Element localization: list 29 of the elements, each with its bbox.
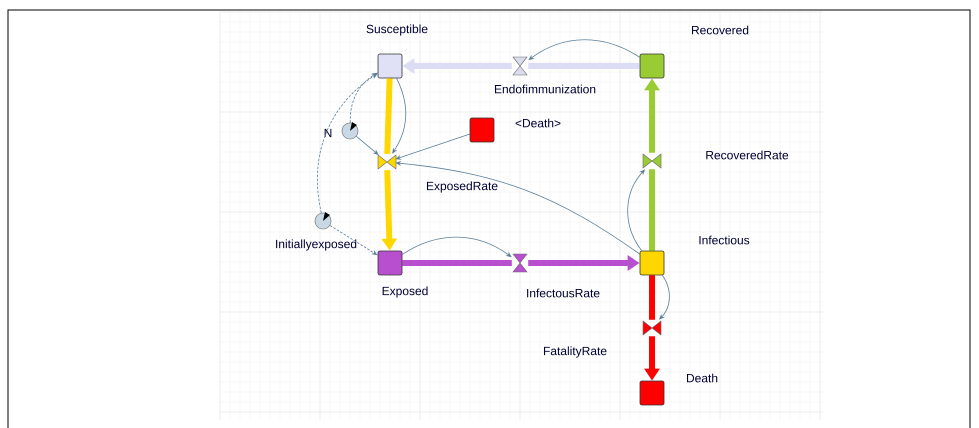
flow-valve: RecoveredRate bbox=[642, 150, 788, 169]
stock-box: Exposed bbox=[378, 250, 428, 298]
node-label: Endofimmunization bbox=[494, 84, 596, 94]
flow-valve: Endofimmunization bbox=[494, 56, 596, 94]
node-label: N bbox=[324, 128, 332, 138]
node-label: ExposedRate bbox=[426, 181, 498, 193]
flow-pipe bbox=[649, 275, 655, 320]
flow-pipe bbox=[528, 63, 640, 69]
stock-box: <Death> bbox=[470, 118, 560, 142]
flow-valve: ExposedRate bbox=[378, 154, 498, 193]
node-label: RecoveredRate bbox=[706, 150, 788, 160]
flow-pipe bbox=[402, 260, 512, 266]
flow-valve: FatalityRate bbox=[544, 320, 662, 358]
node-label: Recovered bbox=[692, 26, 748, 34]
flow-pipe bbox=[384, 78, 393, 154]
flow-pipe bbox=[649, 169, 655, 251]
node-label: Exposed bbox=[382, 286, 428, 298]
node-label: Infectious bbox=[699, 236, 750, 244]
node-label: InfectousRate bbox=[527, 288, 600, 298]
node-label: Initiallyexposed bbox=[276, 239, 356, 251]
flow-valve: InfectousRate bbox=[512, 254, 600, 298]
node-label: FatalityRate bbox=[544, 346, 606, 358]
stock-box: Death bbox=[640, 374, 718, 406]
stock-box: Recovered bbox=[640, 26, 748, 78]
stock-box: Infectious bbox=[640, 236, 750, 276]
node-label: <Death> bbox=[516, 118, 560, 128]
node-label: Susceptible bbox=[366, 24, 428, 36]
stock-box: Susceptible bbox=[366, 24, 428, 78]
node-label: Death bbox=[686, 374, 718, 382]
